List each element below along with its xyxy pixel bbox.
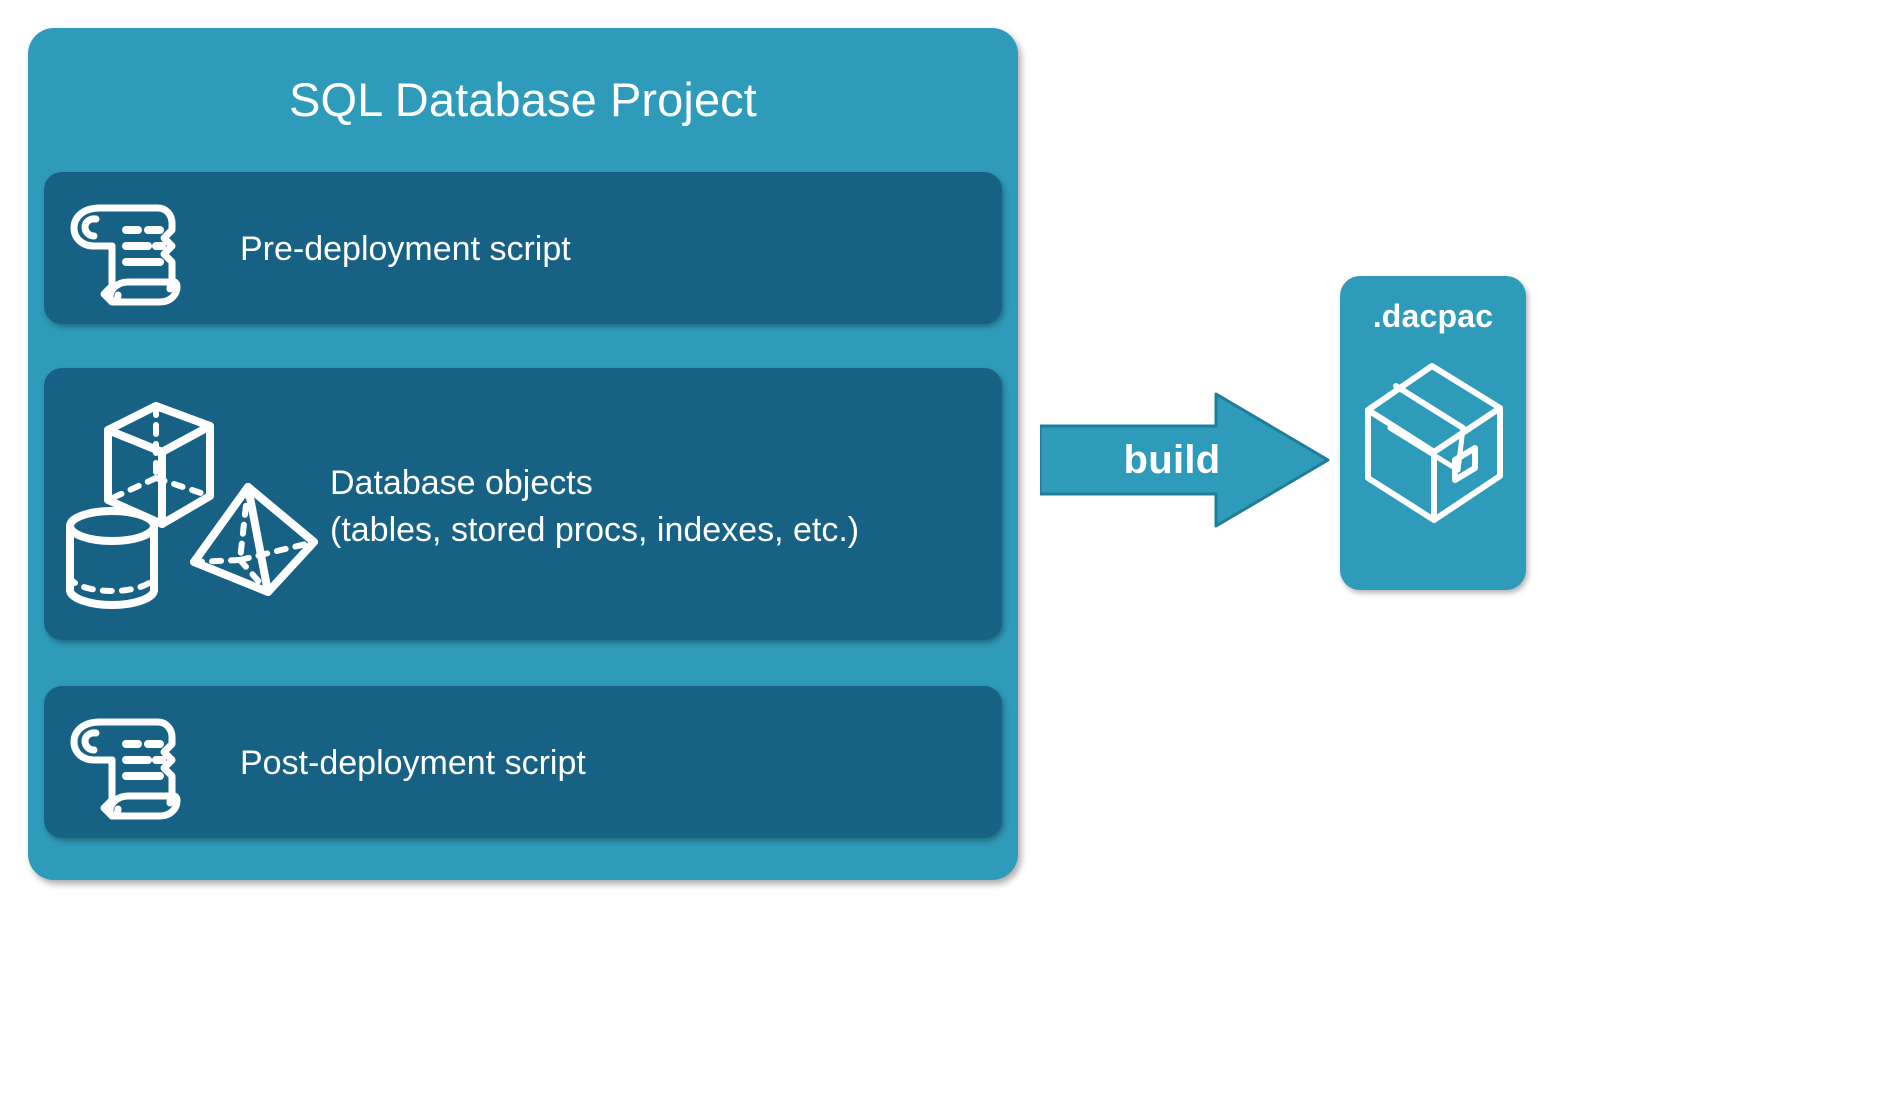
database-object-shapes-icon (52, 382, 322, 632)
build-arrow-icon (1038, 392, 1330, 528)
package-box-icon (1360, 356, 1508, 533)
panel-post-deployment: Post-deployment script (44, 686, 1002, 838)
project-title: SQL Database Project (289, 73, 757, 126)
panel-pre-deployment: Pre-deployment script (44, 172, 1002, 324)
dacpac-label: .dacpac (1372, 298, 1494, 334)
scroll-icon (60, 190, 190, 315)
build-arrow-label: build (1123, 438, 1221, 482)
dacpac-output-card: .dacpac (1340, 276, 1526, 590)
panel-database-objects: Database objects (tables, stored procs, … (44, 368, 1002, 640)
scroll-icon (60, 704, 190, 829)
panel-pre-deployment-label: Pre-deployment script (240, 230, 571, 268)
sql-database-project-card: SQL Database Project (28, 28, 1018, 880)
panel-database-objects-label: Database objects (tables, stored procs, … (330, 464, 860, 549)
panel-post-deployment-label: Post-deployment script (240, 744, 586, 782)
